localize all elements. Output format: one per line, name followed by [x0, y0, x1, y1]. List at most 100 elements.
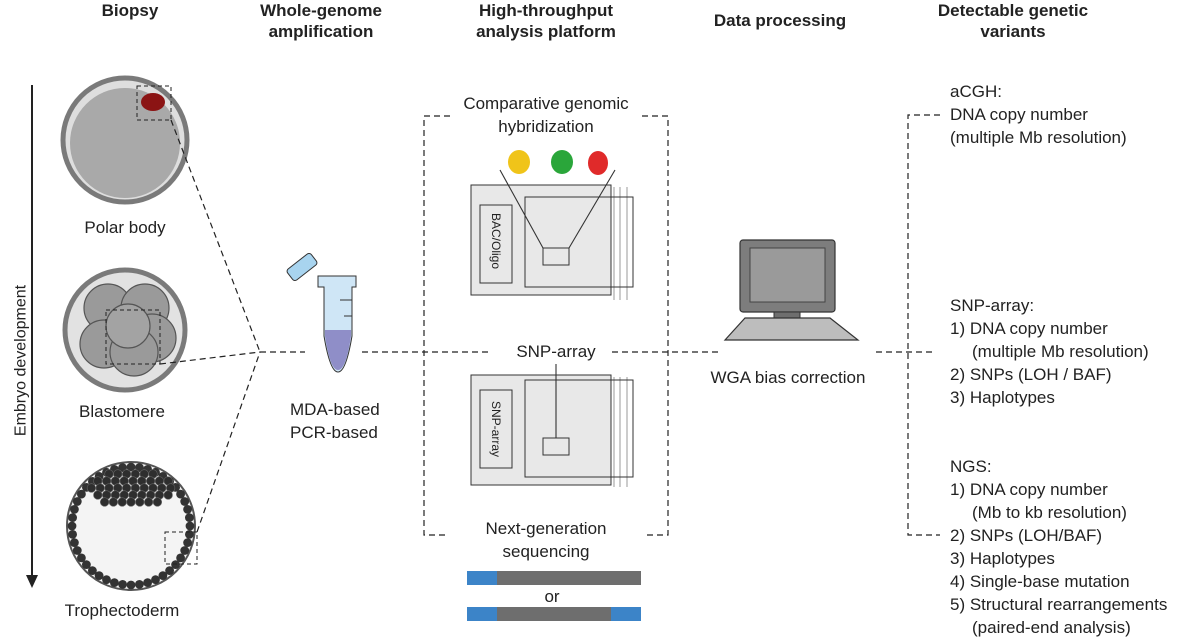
header-platform: High-throughput analysis platform	[446, 0, 646, 42]
cgh-label: Comparative genomic hybridization	[446, 92, 646, 138]
cgh-chip-label: BAC/Oligo	[489, 212, 503, 270]
wga-methods: MDA-based PCR-based	[290, 398, 380, 444]
trophectoderm-label: Trophectoderm	[64, 601, 180, 620]
trophectoderm-cell	[185, 513, 194, 522]
polar-body-cell	[141, 93, 165, 111]
variants-bracket	[907, 114, 940, 536]
trophectoderm-cell	[82, 560, 91, 569]
trophectoderm-cell	[185, 521, 195, 531]
trophectoderm-cell	[77, 553, 86, 563]
header-processing-text: Data processing	[713, 11, 847, 30]
trophectoderm-cell	[185, 530, 194, 539]
trophectoderm-cell	[68, 530, 77, 539]
embryo-development-label: Embryo development	[12, 284, 30, 437]
inner-cell-mass-cell	[144, 497, 154, 507]
header-biopsy: Biopsy	[78, 0, 182, 21]
embryo-development-arrowhead	[26, 575, 38, 588]
trophectoderm-cell	[135, 580, 144, 589]
inner-cell-mass-cell	[108, 497, 118, 507]
trophectoderm-cell	[102, 575, 111, 585]
variants-acgh: aCGH: DNA copy number (multiple Mb resol…	[950, 80, 1127, 149]
header-platform-line2: analysis platform	[476, 22, 616, 41]
trophectoderm-cell	[143, 578, 153, 587]
variants-ngs-title: NGS:	[950, 457, 992, 476]
trophectoderm-cell	[183, 538, 193, 547]
trophectoderm-cell	[151, 575, 160, 585]
trophectoderm-cell	[183, 505, 193, 514]
header-wga: Whole-genome amplification	[230, 0, 412, 42]
variants-ngs-line: 1) DNA copy number	[950, 480, 1108, 499]
variants-acgh-line: DNA copy number	[950, 105, 1088, 124]
variants-ngs-line: 5) Structural rearrangements	[950, 595, 1168, 614]
trophectoderm-cell	[67, 521, 77, 531]
ngs-label: Next-generation sequencing	[446, 517, 646, 563]
wga-bias-correction-label: WGA bias correction	[710, 368, 866, 387]
variants-ngs-line: 4) Single-base mutation	[950, 572, 1130, 591]
blastomere-embryo	[62, 267, 188, 393]
dye-yellow	[508, 150, 530, 174]
inner-cell-mass-cell	[93, 490, 103, 500]
header-variants: Detectable genetic variants	[918, 0, 1108, 42]
computer-icon	[723, 239, 860, 341]
trophectoderm-cell	[77, 489, 86, 499]
inner-cell-mass-cell	[135, 497, 145, 507]
header-platform-line1: High-throughput	[478, 1, 614, 20]
variants-ngs-line: (Mb to kb resolution)	[972, 503, 1127, 522]
variants-snp-line: (multiple Mb resolution)	[972, 342, 1149, 361]
header-wga-line2: amplification	[268, 22, 374, 41]
header-biopsy-text: Biopsy	[101, 1, 159, 20]
ngs-label-line2: sequencing	[502, 542, 590, 561]
ngs-label-line1: Next-generation	[485, 519, 607, 538]
variants-snp-line: 1) DNA copy number	[950, 319, 1108, 338]
blastomere-label: Blastomere	[79, 402, 165, 421]
polar-body-embryo	[60, 75, 190, 205]
inner-cell-mass-cell	[117, 497, 127, 507]
wga-method-mda: MDA-based	[290, 400, 380, 419]
pcr-tube-icon	[286, 252, 357, 373]
variants-snp-line: 2) SNPs (LOH / BAF)	[950, 365, 1112, 384]
trophectoderm-cell	[171, 560, 181, 569]
trophectoderm-cell	[180, 546, 190, 555]
dye-green	[551, 150, 573, 174]
trophectoderm-cell	[70, 538, 79, 547]
variants-snp: SNP-array: 1) DNA copy number (multiple …	[950, 294, 1149, 409]
variants-snp-line: 3) Haplotypes	[950, 388, 1055, 407]
trophectoderm-cell	[68, 513, 77, 522]
trophectoderm-cell	[176, 489, 186, 499]
wga-method-pcr: PCR-based	[290, 423, 378, 442]
trophectoderm-cell	[88, 566, 97, 575]
polar-body-label: Polar body	[84, 218, 166, 237]
header-wga-line1: Whole-genome	[260, 1, 382, 20]
platform-frame	[423, 115, 669, 536]
inner-cell-mass-cell	[126, 497, 136, 507]
inner-cell-mass-cell	[152, 497, 162, 507]
snp-array-label: SNP-array	[516, 342, 596, 361]
cgh-label-line2: hybridization	[498, 117, 594, 136]
header-variants-line1: Detectable genetic	[937, 1, 1089, 20]
variants-ngs-line: 3) Haplotypes	[950, 549, 1055, 568]
ngs-or-label: or	[544, 587, 560, 606]
trophectoderm-cell	[118, 580, 127, 589]
ngs-reads	[467, 571, 641, 621]
trophectoderm-cell	[110, 578, 119, 587]
variants-snp-title: SNP-array:	[950, 296, 1035, 315]
variants-ngs: NGS: 1) DNA copy number (Mb to kb resolu…	[950, 455, 1167, 639]
trophectoderm-cell	[180, 497, 190, 506]
snp-chip	[470, 364, 634, 487]
header-variants-line2: variants	[980, 22, 1046, 41]
dye-red	[588, 151, 608, 175]
trophectoderm-cell	[94, 571, 104, 580]
variants-acgh-line: (multiple Mb resolution)	[950, 128, 1127, 147]
variants-ngs-line: (paired-end analysis)	[972, 618, 1131, 637]
snp-chip-label: SNP-array	[489, 400, 503, 457]
cgh-chip	[470, 150, 634, 300]
trophectoderm-cell	[165, 566, 175, 575]
trophectoderm-cell	[70, 505, 79, 514]
trophectoderm-cell	[158, 571, 168, 580]
trophectoderm-embryo	[66, 461, 198, 591]
trophectoderm-cell	[126, 462, 136, 472]
inner-cell-mass-cell	[86, 483, 96, 493]
trophectoderm-cell	[72, 497, 82, 506]
header-processing: Data processing	[690, 0, 870, 42]
